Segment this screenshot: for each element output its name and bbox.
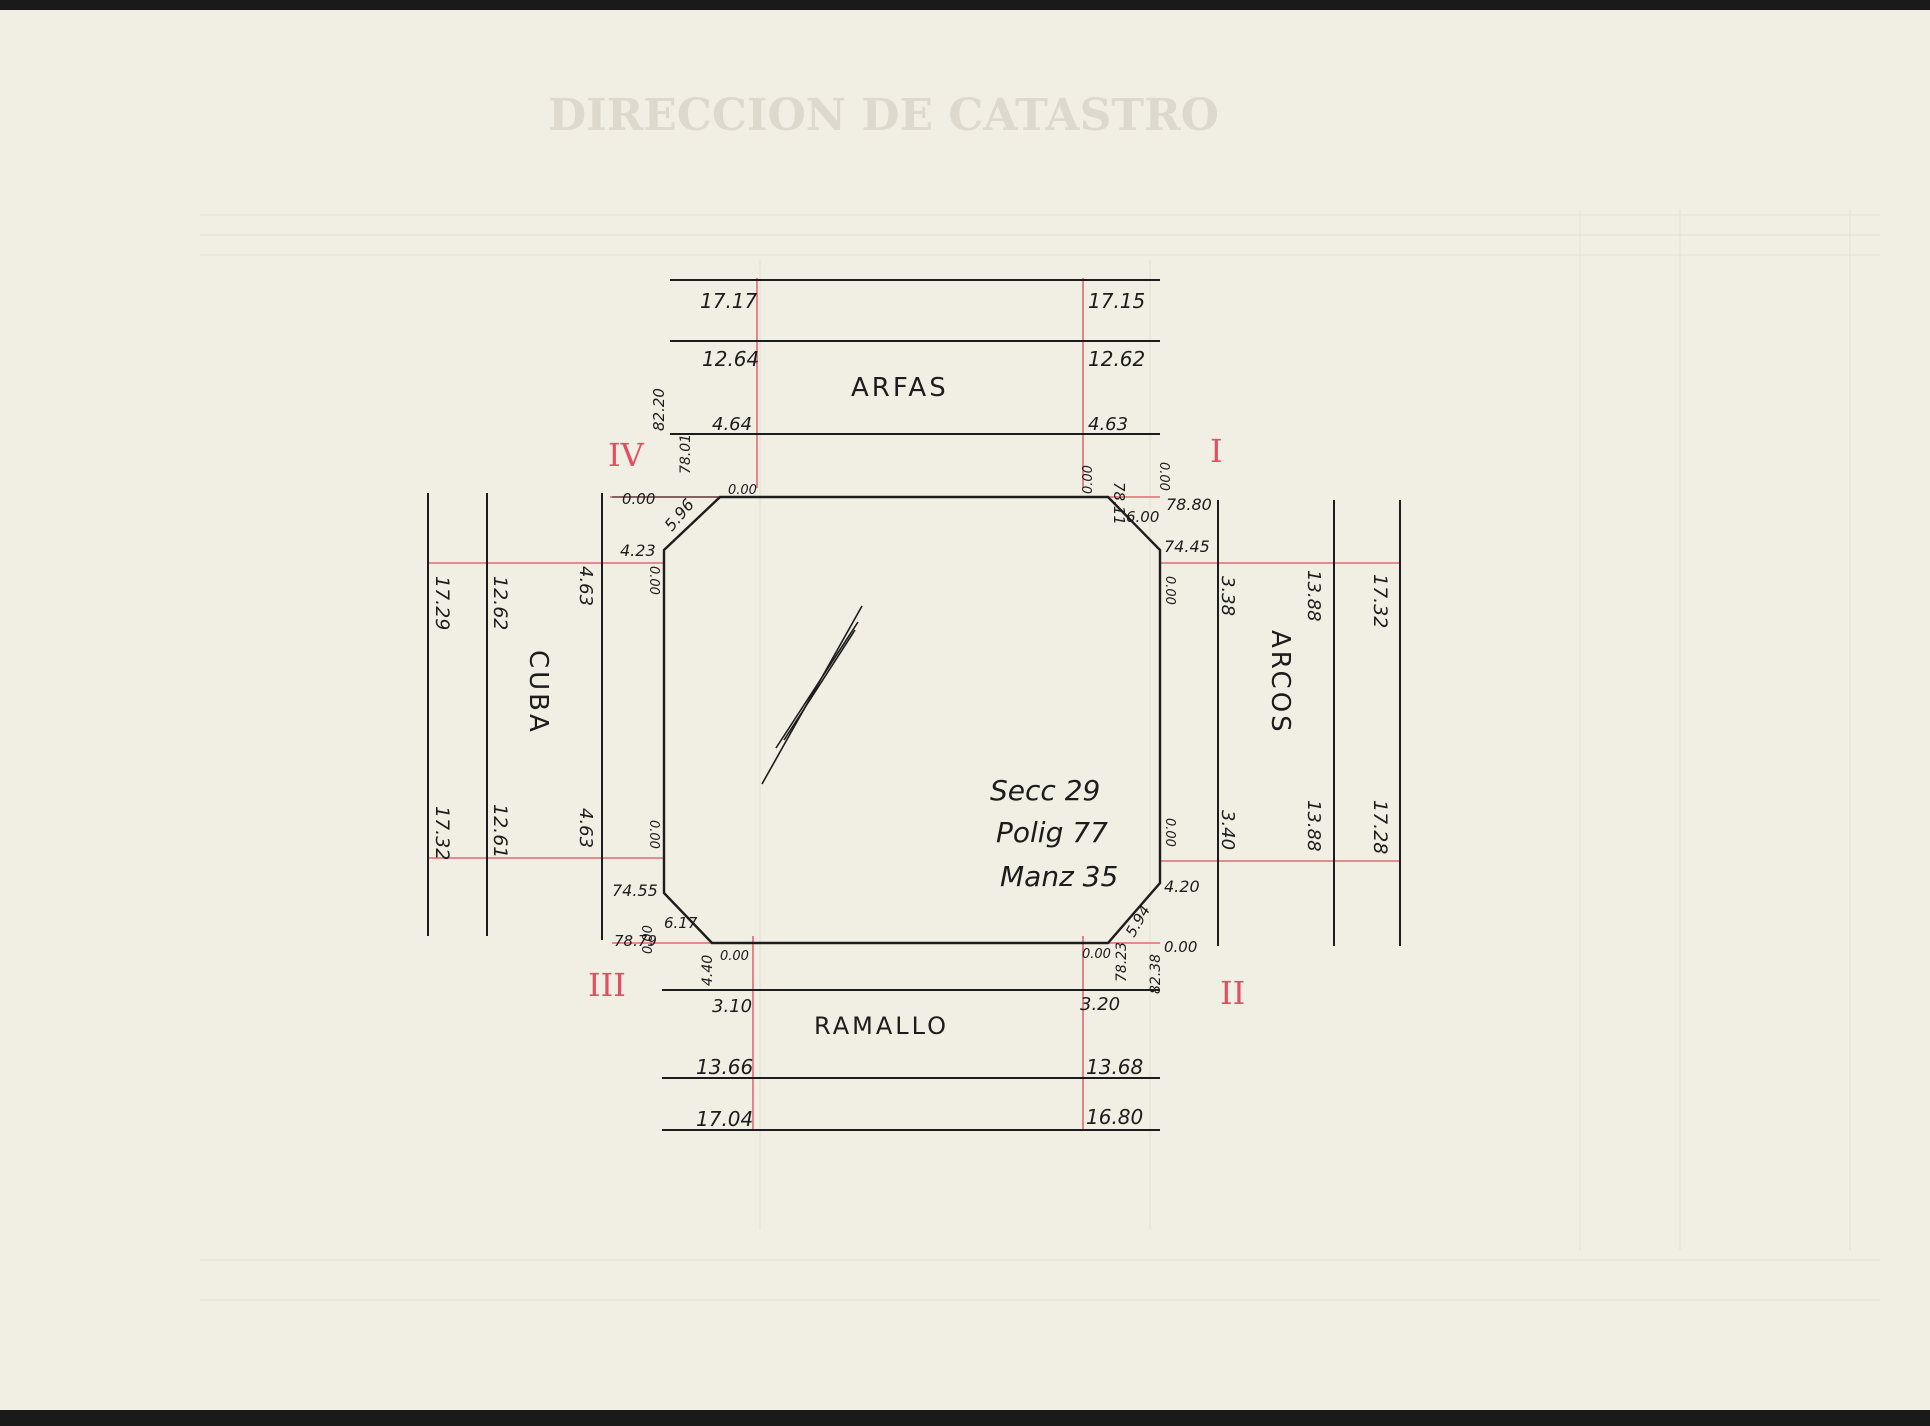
west-dim-s1: 17.32 — [431, 806, 453, 860]
corner-iii-dim-f: 0.00 — [720, 949, 749, 964]
block-diagram: DIRECCION DE CATASTRO — [200, 90, 1880, 1301]
south-dim-e3: 16.80 — [1086, 1105, 1143, 1129]
corner-iv-dim-e: 5.96 — [661, 495, 698, 535]
east-dim-s1: 3.40 — [1217, 810, 1238, 850]
corner-iv-dim-b: 82.20 — [650, 388, 668, 431]
manzana-label: Manz 35 — [1000, 860, 1118, 893]
corner-ii-dim-b: 78.23 — [1114, 942, 1130, 982]
south-dim-w3: 17.04 — [696, 1107, 753, 1131]
corner-label-iii: III — [588, 966, 626, 1004]
corner-i-dim-f: 74.45 — [1164, 537, 1210, 556]
west-dim-n1: 17.29 — [431, 576, 453, 630]
street-name-east: ARCOS — [1265, 630, 1295, 735]
street-lines — [427, 279, 1401, 1131]
corner-ii-dim-f: 4.20 — [1164, 877, 1200, 896]
seccion-label: Secc 29 — [990, 774, 1100, 807]
corner-iv-dim-f: 4.23 — [620, 541, 656, 560]
west-dim-s2: 12.61 — [489, 804, 511, 858]
east-dim-n2: 13.88 — [1303, 570, 1324, 622]
south-dim-e1: 3.20 — [1080, 994, 1120, 1015]
hatch-mark — [761, 605, 863, 785]
block-outline — [662, 495, 1162, 945]
corner-ii-dim-a: 0.00 — [1082, 947, 1111, 962]
corner-label-i: I — [1210, 432, 1223, 470]
poligono-label: Polig 77 — [996, 816, 1108, 849]
north-dim-e2: 12.62 — [1088, 347, 1145, 371]
corner-iii-dim-d: 0.00 — [641, 925, 656, 954]
corner-iv-dim-a: 0.00 — [622, 490, 655, 508]
faint-form-lines — [200, 210, 1880, 1301]
south-dim-e2: 13.68 — [1086, 1055, 1143, 1079]
south-dim-w1: 3.10 — [712, 996, 752, 1017]
red-reference-lines — [428, 278, 1400, 1130]
corner-iii-dim-e: 4.40 — [700, 955, 716, 986]
corner-iii-dim-b: 6.17 — [664, 914, 698, 932]
corner-ii-dim-c: 82.38 — [1148, 954, 1164, 994]
corner-i-dim-b: 78.11 — [1110, 482, 1128, 525]
east-dim-n3: 17.32 — [1369, 574, 1391, 628]
corner-iv-dim-c: 78.01 — [678, 434, 694, 474]
street-name-south: RAMALLO — [814, 1012, 949, 1040]
corner-iii-dim-c: 78.79 — [614, 932, 657, 950]
corner-i-dim-a: 0.00 — [1081, 465, 1096, 494]
west-dim-n2: 12.62 — [489, 576, 511, 630]
north-dim-w1: 17.17 — [700, 289, 758, 313]
faint-letterhead: DIRECCION DE CATASTRO — [548, 90, 1219, 141]
east-dim-n1: 3.38 — [1217, 576, 1238, 616]
corner-iv-dim-d: 0.00 — [728, 483, 757, 498]
corner-ii-dim-e: 5.94 — [1122, 902, 1154, 940]
corner-label-iv: IV — [608, 436, 645, 474]
south-dim-w2: 13.66 — [696, 1055, 753, 1079]
corner-ii-dim-g: 0.00 — [1162, 818, 1177, 847]
corner-iv-dim-g: 0.00 — [646, 566, 661, 595]
corner-ii-dim-d: 0.00 — [1164, 938, 1197, 956]
east-dim-s3: 17.28 — [1369, 800, 1391, 854]
north-dim-w3: 4.64 — [712, 414, 752, 435]
corner-iii-dim-a: 74.55 — [612, 881, 658, 900]
corner-label-ii: II — [1220, 974, 1245, 1012]
north-dim-e3: 4.63 — [1088, 414, 1128, 435]
corner-i-dim-c: 0.00 — [1156, 462, 1171, 491]
north-dim-e1: 17.15 — [1088, 289, 1145, 313]
corner-i-dim-d: 78.80 — [1166, 495, 1212, 514]
corner-iii-dim-g: 0.00 — [646, 820, 661, 849]
west-dim-s3: 4.63 — [575, 808, 596, 848]
corner-i-dim-e: 6.00 — [1126, 508, 1159, 526]
west-dim-n3: 4.63 — [575, 566, 596, 606]
corner-i-dim-g: 0.00 — [1162, 576, 1177, 605]
survey-sheet: DIRECCION DE CATASTRO — [0, 10, 1930, 1410]
east-dim-s2: 13.88 — [1303, 800, 1324, 852]
street-name-north: ARFAS — [851, 373, 949, 403]
street-name-west: CUBA — [523, 650, 553, 735]
north-dim-w2: 12.64 — [702, 347, 759, 371]
